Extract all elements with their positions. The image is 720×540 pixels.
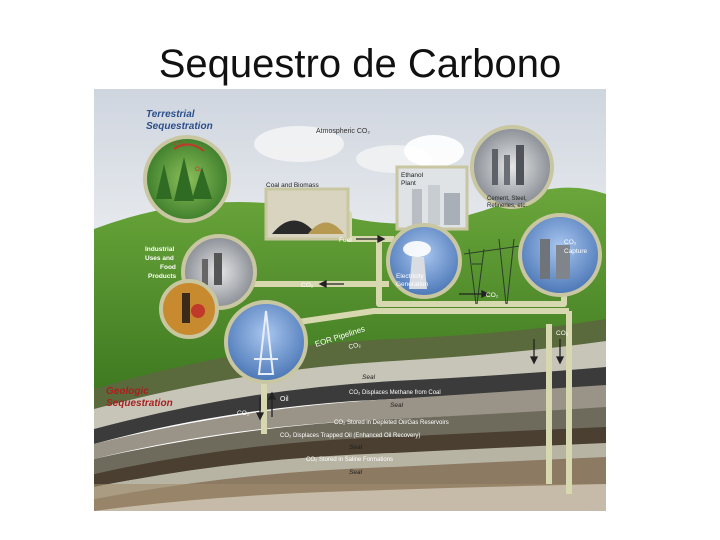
industrial-label-4: Products (148, 273, 177, 280)
ethanol-label-1: Ethanol (401, 172, 424, 179)
terrestrial-title-2: Sequestration (146, 121, 213, 132)
ethanol-plant-box (395, 165, 469, 231)
seal-label-3: Seal (349, 444, 363, 451)
layer-depleted-label: CO₂ Stored in Depleted Oil/Gas Reservoir… (334, 420, 449, 426)
co2-bottom-label: CO₂ (237, 410, 250, 417)
oil-label: Oil (280, 396, 289, 403)
electricity-label-1: Electricity (396, 273, 425, 280)
arrows (255, 234, 565, 421)
geologic-label-1: Geologic (106, 386, 149, 397)
layer-bottom (94, 484, 606, 511)
geologic-label-2: Sequestration (106, 398, 173, 409)
coal-biomass-box (264, 187, 350, 241)
industrial-label-3: Food (160, 264, 176, 271)
co2-side-label: CO₂ (556, 330, 569, 337)
ethanol-label-2: Plant (401, 180, 416, 187)
o2-label: O₂ (195, 167, 203, 173)
industrial-label-2: Uses and (145, 255, 174, 262)
terrestrial-circle (143, 135, 231, 223)
oil-rig-circle (224, 300, 308, 384)
layer-trapped-label: CO₂ Displaces Trapped Oil (Enhanced Oil … (280, 433, 420, 439)
cement-label-2: Refineries, etc. (487, 203, 527, 209)
layer-coal (94, 367, 606, 444)
cloud (254, 126, 344, 162)
industrial-label-1: Industrial (145, 246, 174, 253)
atmospheric-label: Atmospheric CO₂ (316, 128, 370, 135)
capture-label-2: Capture (564, 248, 588, 255)
seal-label-4: Seal (349, 469, 363, 476)
page-title: Sequestro de Carbono (158, 42, 562, 86)
capture-label-1: CO₂ (564, 239, 577, 246)
labels: Terrestrial Sequestration CO₂ O₂ Atmosph… (106, 109, 588, 476)
seal-label-1: Seal (362, 374, 376, 381)
coal-biomass-label: Coal and Biomass (266, 182, 319, 189)
cloud (404, 135, 464, 167)
co2-label-a: CO₂ (174, 142, 186, 148)
electricity-circle (386, 223, 462, 299)
seal-label-2: Seal (390, 402, 404, 409)
cement-label-1: Cement, Steel, (487, 196, 527, 202)
co2-left-label: CO₂ (301, 282, 314, 289)
food-products-circle (159, 279, 219, 339)
co2-pipe-label: CO₂ (348, 341, 362, 350)
layer-methane-label: CO₂ Displaces Methane from Coal (349, 390, 441, 396)
layer-seal-2 (94, 385, 606, 459)
co2-capture-circle (518, 213, 602, 297)
industry-circle (470, 125, 554, 209)
fuel-label: Fuel (339, 237, 352, 244)
carbon-sequestration-diagram: Terrestrial Sequestration CO₂ O₂ Atmosph… (94, 89, 606, 511)
layer-saline-label: CO₂ Stored in Saline Formations (306, 457, 393, 463)
electricity-label-2: Generation (396, 281, 429, 288)
co2-right-label: CO₂ (486, 292, 499, 299)
terrestrial-title-1: Terrestrial (146, 109, 195, 120)
